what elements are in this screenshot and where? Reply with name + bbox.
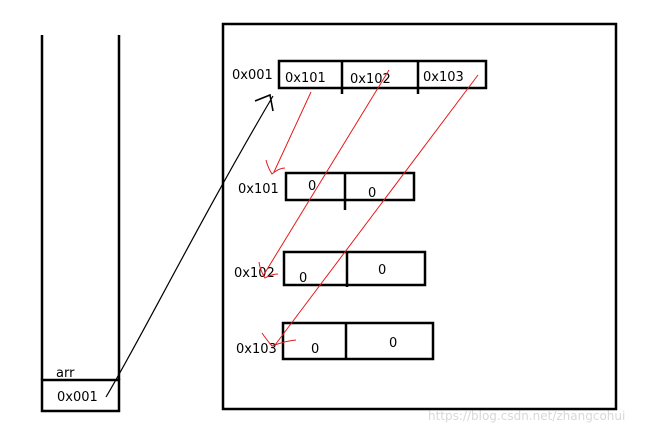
outer-array-cell: 0x101 <box>285 71 326 86</box>
reference-arrowhead <box>265 159 286 175</box>
stack-region: arr 0x001 <box>40 35 121 413</box>
inner-array-address: 0x101 <box>238 182 279 197</box>
outer-array-address: 0x001 <box>232 68 273 83</box>
outer-array-cell: 0x103 <box>423 70 464 85</box>
inner-array: 0x101 0 0 <box>238 171 416 210</box>
reference-arrowhead <box>258 261 279 279</box>
outer-array: 0x001 0x101 0x102 0x103 <box>232 59 488 94</box>
pointer-arrow-line <box>105 95 274 398</box>
pointer-arrow <box>105 93 274 398</box>
inner-array-cell: 0 <box>311 342 319 357</box>
reference-arrowhead <box>261 332 297 347</box>
reference-line <box>274 74 479 346</box>
stack-variable-label: arr <box>56 366 75 381</box>
inner-array: 0x102 0 0 <box>234 250 427 287</box>
outer-array-cell: 0x102 <box>350 72 391 87</box>
reference-line <box>262 69 390 277</box>
pointer-arrow-head <box>254 93 274 112</box>
stack-variable-value: 0x001 <box>57 390 98 405</box>
heap-region: 0x001 0x101 0x102 0x103 0x101 0 0 0x102 … <box>221 22 618 411</box>
inner-array-cell: 0 <box>299 271 307 286</box>
inner-array-cell: 0 <box>378 263 386 278</box>
inner-array-address: 0x103 <box>236 342 277 357</box>
inner-array-box <box>281 321 435 361</box>
reference-lines <box>258 69 479 347</box>
inner-array-address: 0x102 <box>234 266 275 281</box>
inner-array-cell: 0 <box>389 336 397 351</box>
watermark: https://blog.csdn.net/zhangcohui <box>428 409 625 423</box>
inner-array-cell: 0 <box>308 179 316 194</box>
inner-array: 0x103 0 0 <box>236 321 435 361</box>
heap-border <box>221 22 618 411</box>
reference-line <box>273 91 312 173</box>
inner-array-cell: 0 <box>368 186 376 201</box>
inner-array-box <box>284 171 416 202</box>
stack-variable-box <box>40 378 121 413</box>
outer-array-box <box>277 59 488 90</box>
inner-array-box <box>282 250 427 287</box>
